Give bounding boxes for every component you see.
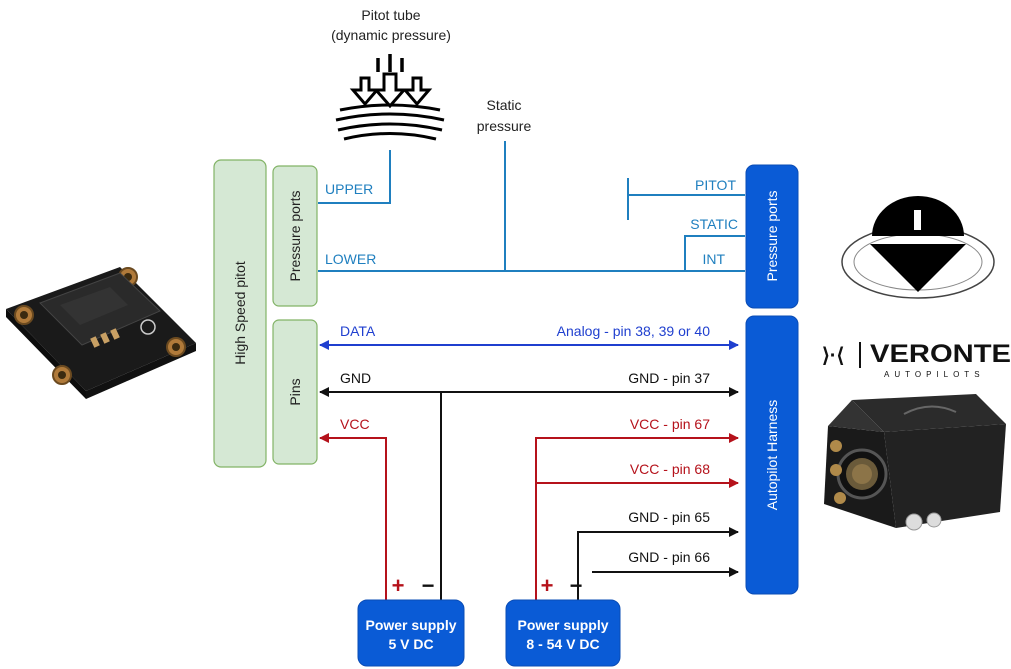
data-signal-label: DATA (340, 323, 376, 339)
gnd-pin-65-label: GND - pin 65 (628, 509, 710, 525)
sensor-pins-box (272, 319, 318, 465)
vcc-wiring (319, 433, 739, 600)
gnd-wiring (319, 387, 739, 600)
power-supply-8-54v-title: Power supply (517, 617, 608, 633)
high-speed-pitot-label: High Speed pitot (232, 261, 248, 365)
gnd-signal-label: GND (340, 370, 371, 386)
int-port-label: INT (702, 251, 725, 267)
autopilot-pressure-ports-box (745, 164, 799, 309)
veronte-brand-mark: ⟩·⟨ (822, 345, 844, 367)
power-supply-8-54v-minus: − (570, 573, 583, 598)
power-supply-5v-plus: + (392, 573, 405, 598)
veronte-mark-icon (841, 196, 995, 299)
sensor-pins-label: Pins (287, 378, 303, 405)
vcc-signal-label: VCC (340, 416, 370, 432)
high-speed-pitot-box (213, 159, 267, 468)
pressure-lines (318, 141, 745, 272)
gnd-pin-37-label: GND - pin 37 (628, 370, 710, 386)
static-port-label: STATIC (690, 216, 738, 232)
sensor-board-image (6, 267, 196, 399)
static-pressure-sublabel: pressure (477, 118, 532, 134)
power-supply-5v-title: Power supply (365, 617, 456, 633)
vcc-pin-68-label: VCC - pin 68 (630, 461, 710, 477)
gnd-pin-66-label: GND - pin 66 (628, 549, 710, 565)
analog-pin-label: Analog - pin 38, 39 or 40 (557, 323, 711, 339)
pitot-port-label: PITOT (695, 177, 736, 193)
power-supply-5v-box (357, 599, 465, 667)
sensor-pressure-ports-box (272, 165, 318, 307)
sensor-pressure-ports-label: Pressure ports (287, 190, 303, 281)
veronte-tagline: AUTOPILOTS (884, 370, 985, 379)
power-supply-5v-voltage: 5 V DC (388, 636, 433, 652)
vcc-pin-67-label: VCC - pin 67 (630, 416, 710, 432)
static-pressure-label: Static (486, 97, 521, 113)
pitot-tube-sublabel: (dynamic pressure) (331, 27, 451, 43)
autopilot-harness-label: Autopilot Harness (764, 400, 780, 511)
pitot-tube-label: Pitot tube (361, 7, 420, 23)
power-supply-8-54v-plus: + (541, 573, 554, 598)
veronte-logo-text: VERONTE (870, 340, 1011, 368)
power-supply-5v-minus: − (422, 573, 435, 598)
upper-port-label: UPPER (325, 181, 373, 197)
power-supply-8-54v-voltage: 8 - 54 V DC (526, 636, 599, 652)
power-supply-8-54v-box (505, 599, 621, 667)
autopilot-pressure-ports-label: Pressure ports (764, 190, 780, 281)
pitot-tube-icon (335, 54, 445, 141)
lower-port-label: LOWER (325, 251, 376, 267)
autopilot-harness-box (745, 315, 799, 595)
autopilot-device-image (824, 394, 1006, 531)
